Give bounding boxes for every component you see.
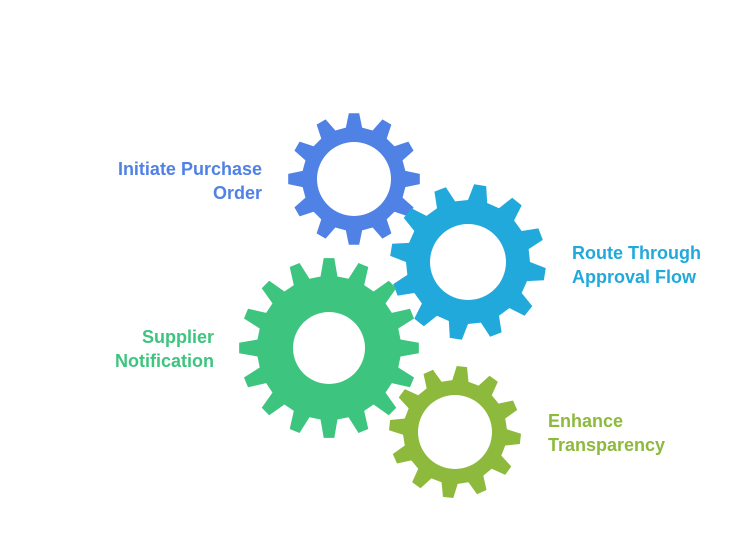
label-line: Enhance (548, 411, 624, 431)
label-initiate-purchase-order: Initiate Purchase Order (90, 157, 262, 205)
label-line: Notification (115, 351, 214, 371)
label-enhance-transparency: Enhance Transparency (548, 409, 718, 457)
gear-enhance-transparency (389, 366, 521, 498)
label-line: Order (212, 183, 262, 203)
label-line: Route Through (572, 243, 701, 263)
gear-supplier-notification (239, 258, 419, 438)
label-line: Approval Flow (572, 267, 697, 287)
label-supplier-notification: Supplier Notification (60, 325, 214, 373)
label-line: Transparency (548, 435, 666, 455)
gear-initiate-purchase-order (288, 113, 420, 245)
label-line: Initiate Purchase (117, 159, 262, 179)
label-line: Supplier (141, 327, 214, 347)
label-route-through-approval-flow: Route Through Approval Flow (572, 241, 732, 289)
gear-route-through-approval-flow (390, 184, 546, 340)
